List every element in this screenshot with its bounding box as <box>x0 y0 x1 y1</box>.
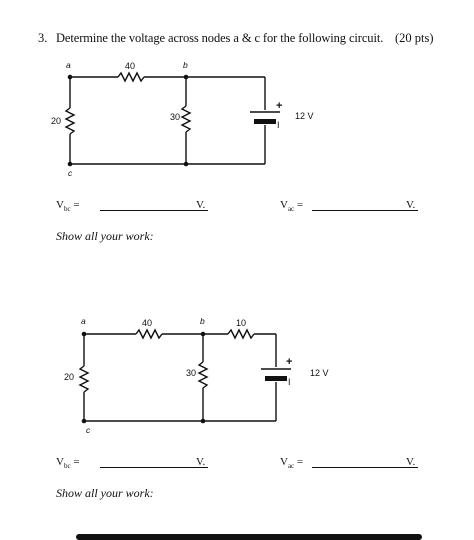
node-a-label-c1: a <box>66 60 71 70</box>
resistor-10-label-c2: 10 <box>236 318 247 328</box>
vbc-answer-line-1[interactable] <box>100 210 208 211</box>
resistor-40-label-c2: 40 <box>142 318 153 328</box>
resistor-40-label-c1: 40 <box>125 61 136 71</box>
question-text: Determine the voltage across nodes a & c… <box>56 31 384 45</box>
node-a-label-c2: a <box>81 316 86 326</box>
vbc-unit-1: V. <box>196 199 206 211</box>
resistor-30-c1 <box>180 105 192 133</box>
bottom-bar <box>76 534 422 540</box>
resistor-30-label-c1: 30 <box>170 112 181 122</box>
node-c-label-c1: c <box>68 168 73 178</box>
resistor-30-label-c2: 30 <box>186 368 197 378</box>
vac-label-1: Vac = <box>280 199 304 214</box>
node-c-dot-c2 <box>81 418 87 424</box>
resistor-40-c1 <box>117 71 145 83</box>
show-work-1: Show all your work: <box>56 229 154 243</box>
source-label-c1: 12 V <box>295 111 314 121</box>
question-number: 3. <box>38 31 48 45</box>
battery-plus-c2: + <box>286 356 293 368</box>
vac-label-2: Vac = <box>280 456 304 471</box>
resistor-10-c2 <box>227 328 255 340</box>
vac-unit-1: V. <box>406 199 416 211</box>
vbc-unit-2: V. <box>196 456 206 468</box>
vbc-label-2: Vbc = <box>56 456 80 471</box>
node-a-dot-c2 <box>81 331 87 337</box>
vac-unit-2: V. <box>406 456 416 468</box>
vbc-answer-line-2[interactable] <box>100 467 208 468</box>
node-b-label-c2: b <box>200 316 205 326</box>
resistor-20-label-c1: 20 <box>51 116 62 126</box>
node-b-dot-c2 <box>200 331 206 337</box>
resistor-20-c1 <box>64 107 76 135</box>
vac-answer-line-1[interactable] <box>312 210 418 211</box>
node-b-dot-c1 <box>183 74 189 80</box>
resistor-30-c2 <box>197 361 209 389</box>
node-b-label-c1: b <box>183 60 188 70</box>
vbc-label-1: Vbc = <box>56 199 80 214</box>
show-work-2: Show all your work: <box>56 486 154 500</box>
source-label-c2: 12 V <box>310 368 329 378</box>
resistor-40-c2 <box>135 328 163 340</box>
resistor-20-c2 <box>78 365 90 393</box>
node-c-label-c2: c <box>86 425 91 435</box>
resistor-20-label-c2: 20 <box>64 372 75 382</box>
node-c-dot-c1 <box>67 161 73 167</box>
node-a-dot-c1 <box>67 74 73 80</box>
question-points: (20 pts) <box>395 31 434 45</box>
battery-minus-c2: I <box>288 377 291 387</box>
battery-plus-c1: + <box>276 100 283 112</box>
vac-answer-line-2[interactable] <box>312 467 418 468</box>
battery-minus-c1: I <box>277 120 280 130</box>
